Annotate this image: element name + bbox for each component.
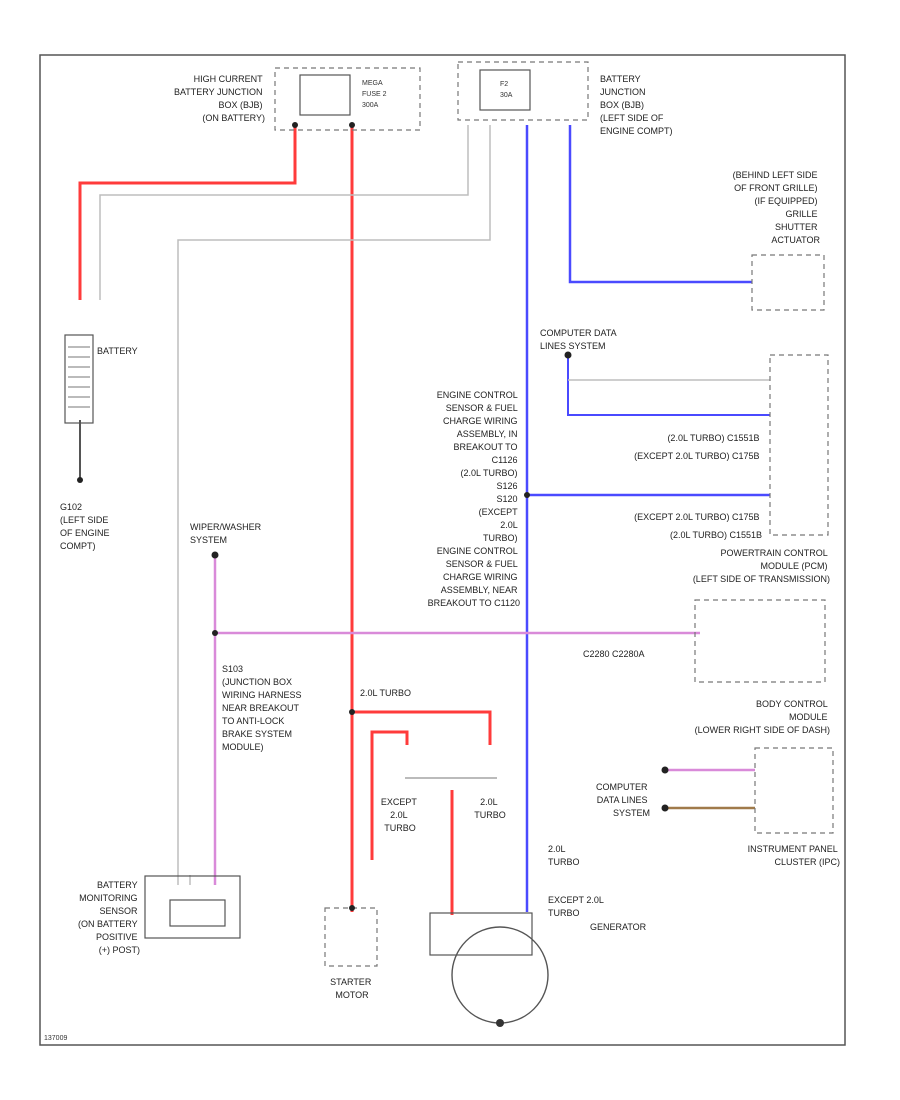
- wire-red-turbo: [352, 710, 492, 745]
- label-high-current-bjb: HIGH CURRENT BATTERY JUNCTION BOX (BJB) …: [174, 74, 265, 123]
- label-bcm: BODY CONTROL MODULE (LOWER RIGHT SIDE OF…: [695, 699, 830, 735]
- label-s103: S103 (JUNCTION BOX WIRING HARNESS NEAR B…: [222, 664, 304, 752]
- wires: [78, 125, 770, 915]
- label-computer-data-lines-bottom: COMPUTER DATA LINES SYSTEM: [596, 782, 650, 818]
- label-bjb-left: BATTERY JUNCTION BOX (BJB) (LEFT SIDE OF…: [600, 74, 673, 136]
- battery-cells: [68, 346, 90, 408]
- wire-gray-ground: [99, 125, 469, 300]
- label-gen-turbo: 2.0L TURBO: [548, 844, 580, 867]
- label-pcm: POWERTRAIN CONTROL MODULE (PCM) (LEFT SI…: [693, 548, 830, 584]
- wire-red-battery-feed: [78, 125, 297, 300]
- wire-red-except: [370, 730, 409, 860]
- label-20l-turbo-splice: 2.0L TURBO: [360, 688, 411, 698]
- label-mega-fuse: MEGA FUSE 2 300A: [362, 80, 388, 109]
- wire-blue-data: [567, 355, 770, 416]
- label-wiper-washer: WIPER/WASHER SYSTEM: [190, 522, 264, 545]
- label-figure-code: 137009: [44, 1035, 67, 1042]
- wire-blue-shutter: [568, 125, 752, 284]
- label-computer-data-lines-top: COMPUTER DATA LINES SYSTEM: [540, 328, 619, 351]
- ipc-box: [754, 747, 834, 834]
- label-20l-turbo-split: 2.0L TURBO: [474, 797, 506, 820]
- wire-gray-main: [177, 125, 491, 885]
- label-grille-shutter: (BEHIND LEFT SIDE OF FRONT GRILLE) (IF E…: [733, 170, 821, 245]
- bms-box: [144, 875, 241, 939]
- generator-ground: [496, 1019, 504, 1027]
- fuse-f2-box: [479, 69, 531, 111]
- label-generator: GENERATOR: [590, 922, 647, 932]
- generator-box: [429, 912, 533, 956]
- pcm-box: [769, 354, 829, 536]
- diagram-frame: [39, 54, 846, 1046]
- grille-shutter-actuator: [751, 254, 825, 311]
- label-engine-control-harness: ENGINE CONTROL SENSOR & FUEL CHARGE WIRI…: [428, 390, 520, 608]
- bms-inner: [169, 899, 226, 927]
- label-starter-motor: STARTER MOTOR: [330, 977, 374, 1000]
- battery-box: [64, 334, 94, 424]
- label-fuse-f2: F2 30A: [500, 81, 513, 99]
- bjb-left-box: [457, 61, 589, 121]
- label-pcm-connectors: (2.0L TURBO) C1551B (EXCEPT 2.0L TURBO) …: [634, 433, 762, 540]
- starter-motor-box: [324, 907, 378, 967]
- bcm-box: [694, 599, 826, 683]
- high-current-bjb-box: [274, 67, 421, 131]
- label-except-20l-turbo: EXCEPT 2.0L TURBO: [381, 797, 419, 833]
- label-battery: BATTERY: [97, 346, 138, 356]
- label-ipc: INSTRUMENT PANEL CLUSTER (IPC): [748, 844, 840, 867]
- label-bms: BATTERY MONITORING SENSOR (ON BATTERY PO…: [78, 880, 140, 955]
- label-gen-except: EXCEPT 2.0L TURBO: [548, 895, 606, 918]
- mega-fuse-box: [299, 74, 351, 116]
- label-bcm-connectors: C2280 C2280A: [583, 649, 645, 659]
- generator-circle: [451, 926, 549, 1024]
- splice-dots: [77, 122, 669, 911]
- label-g102: G102 (LEFT SIDE OF ENGINE COMPT): [60, 502, 112, 551]
